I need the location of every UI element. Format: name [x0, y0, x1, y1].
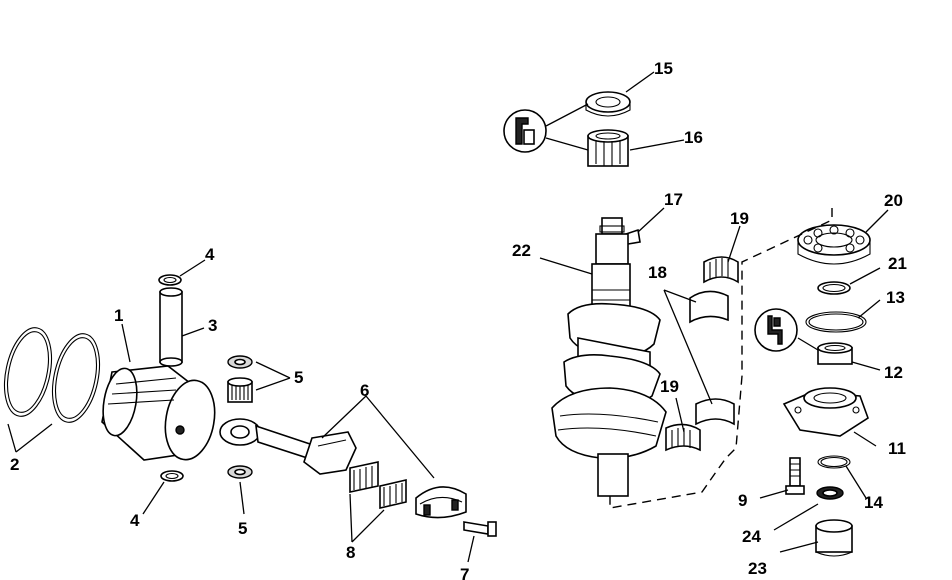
- callout-retaining-ring: 21: [888, 254, 907, 273]
- lower-oil-seal: [816, 486, 844, 500]
- callout-retaining-ring-top: 4: [205, 245, 215, 264]
- bearing-retaining-ring: [817, 281, 851, 295]
- callout-bearing-cap: 23: [748, 559, 767, 578]
- callout-connecting-rod: 6: [360, 381, 369, 400]
- callout-piston: 1: [114, 306, 123, 325]
- crankshaft: [551, 217, 667, 497]
- callout-key: 17: [664, 190, 683, 209]
- rod-bearing-half-upper: [349, 461, 379, 493]
- housing-screw: [785, 457, 805, 495]
- callout-rod-bearings: 8: [346, 543, 355, 562]
- oil-seal: [585, 91, 631, 117]
- main-bearing-half-lower-b: [665, 423, 701, 452]
- callout-piston-rings: 2: [10, 455, 19, 474]
- thrust-washer-bottom: [227, 465, 253, 479]
- callout-main-bearing-cage: 18: [648, 263, 667, 282]
- connecting-rod: [219, 418, 357, 475]
- o-ring-small: [817, 455, 851, 469]
- callout-main-bearing-lower: 19: [660, 377, 679, 396]
- o-ring-large: [805, 311, 867, 333]
- wrist-pin: [159, 287, 183, 367]
- callout-ball-bearing: 20: [884, 191, 903, 210]
- callout-lower-oil-seal: 24: [742, 527, 761, 546]
- callout-main-bearing-upper: 19: [730, 209, 749, 228]
- assembly-dashed-bracket: [609, 208, 833, 509]
- needle-bearing-small: [227, 377, 253, 403]
- rod-cap: [415, 486, 467, 519]
- retaining-ring-bottom: [160, 470, 184, 482]
- piston: [101, 365, 216, 461]
- rod-bearing-half-lower: [379, 478, 407, 510]
- leader-lines: [7, 71, 889, 563]
- callout-lower-seal: 12: [884, 363, 903, 382]
- callout-oil-seal: 15: [654, 59, 673, 78]
- thrust-washer-top: [227, 355, 253, 369]
- bearing-tool-icon: [503, 109, 547, 153]
- retaining-ring-top: [158, 274, 182, 286]
- lower-bearing-housing: [782, 387, 869, 437]
- callout-housing-screw: 9: [738, 491, 747, 510]
- main-bearing-cage: [689, 290, 729, 324]
- install-tool-icon: [754, 308, 798, 352]
- main-bearing-half-lower-a: [695, 398, 735, 426]
- bearing-cap: [815, 519, 853, 557]
- callout-wrist-pin: 3: [208, 316, 217, 335]
- callout-o-ring-large: 13: [886, 288, 905, 307]
- ball-bearing: [797, 224, 871, 265]
- callout-retaining-ring-bottom: 4: [130, 511, 140, 530]
- callout-o-ring-small: 14: [864, 493, 883, 512]
- callout-washer-bearing: 5: [294, 368, 303, 387]
- needle-bearing-upper: [587, 129, 629, 167]
- callout-crankshaft: 22: [512, 241, 531, 260]
- callout-bearing-housing: 11: [888, 439, 906, 458]
- lower-seal: [817, 342, 853, 365]
- piston-ring-inner: [51, 333, 101, 423]
- main-bearing-half-upper: [703, 256, 739, 284]
- rod-bolt: [463, 521, 497, 537]
- callout-needle-bearing: 16: [684, 128, 703, 147]
- piston-ring-outer: [3, 327, 53, 417]
- callout-washer-bottom: 5: [238, 519, 247, 538]
- callout-rod-bolt: 7: [460, 565, 469, 580]
